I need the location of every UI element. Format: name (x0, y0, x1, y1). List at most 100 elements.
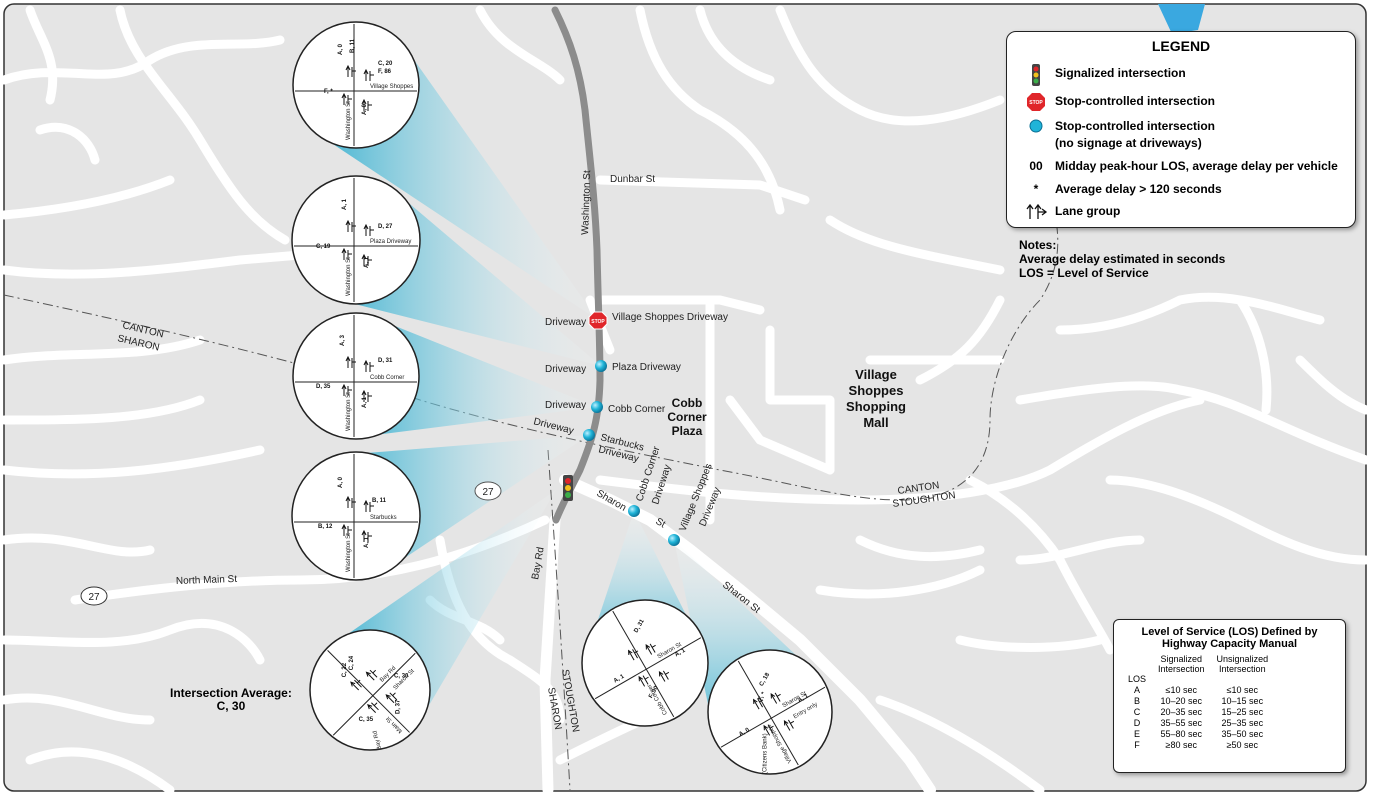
table-row: A≤10 sec≤10 sec (1134, 685, 1259, 695)
mall-label-1: Village (855, 367, 897, 382)
cobb-corner-label: Cobb Corner (608, 404, 666, 415)
intersection-circle-plaza[interactable]: A, 1 D, 27 C, 19 A, 1 Washington St Plaza Dri… (291, 175, 421, 305)
lane-group-icon (1021, 202, 1051, 223)
svg-text:STOP: STOP (591, 319, 605, 325)
los-label: F, 86 (378, 69, 392, 75)
los-label: D, 31 (378, 358, 393, 364)
route-27-shield-east: 27 (474, 481, 502, 501)
los-label: A, 1 (674, 647, 687, 658)
sharon-st-road (559, 474, 936, 796)
legend-row-driveway: Stop-controlled intersection (1007, 117, 1355, 137)
legend-title: LEGEND (1151, 38, 1211, 54)
los-label: A, 1 (342, 198, 348, 210)
traffic-signal-icon[interactable] (563, 475, 573, 501)
mall-label-4: Mall (863, 415, 888, 430)
street-label: Plaza Driveway (370, 239, 411, 245)
blue-dot-icon (1021, 117, 1051, 138)
los-label: D, 35 (316, 384, 331, 390)
los-label: A, 1 (362, 396, 368, 408)
los-label: F, * (324, 89, 333, 95)
intersection-circle-village-shoppes[interactable]: A, 0 B, 11 C, 20 F, 86 F, * A, 0 Washington St… (292, 21, 420, 149)
cobb-corner-marker[interactable] (591, 401, 603, 413)
local-streets (0, 5, 1371, 795)
street-label: Cobb Corner (370, 375, 404, 381)
bay-rd-south (539, 514, 561, 796)
los-label: A, 0 (362, 103, 368, 115)
intersection-circles: A, 0 B, 11 C, 20 F, 86 F, * A, 0 Washington St… (288, 21, 852, 794)
street-label: Bay Rd (372, 730, 383, 751)
los-label: C, 22 (342, 662, 348, 677)
legend-panel: LEGEND Signalized intersection STOP Stop… (1006, 31, 1356, 228)
route-27-shield-west: 27 (80, 586, 108, 606)
water-feature (1158, 4, 1205, 34)
los-label: A, 0 (738, 727, 751, 738)
svg-text:STOP: STOP (1029, 100, 1043, 106)
legend-row-lane: Lane group (1007, 202, 1355, 222)
starbucks-driveway-marker[interactable] (583, 429, 595, 441)
los-label: A, 1 (797, 693, 810, 704)
los-label: C, 35 (359, 717, 374, 723)
washington-st-road (551, 6, 604, 524)
los-label: A, 1 (364, 256, 370, 268)
street-label: Starbucks (370, 515, 397, 521)
legend-row-stop: STOP Stop-controlled intersection (1007, 92, 1355, 112)
los-label: C, 20 (378, 61, 393, 67)
los-label: A, 1 (613, 673, 626, 684)
los-label: C, 30 (394, 673, 409, 679)
los-label: A, 0 (338, 43, 344, 55)
village-shoppes-driveway-label: Village Shoppes Driveway (612, 312, 728, 323)
driveway-label-2: Driveway (545, 364, 586, 375)
street-label: Washington St (346, 392, 352, 431)
town-boundary-stoughton-sharon (547, 449, 571, 791)
stop-sign-icon: STOP (1021, 92, 1051, 115)
sharon-village-shoppes-marker[interactable] (668, 534, 680, 546)
plaza-driveway-marker[interactable] (595, 360, 607, 372)
street-label: (Citizens Bank) (763, 733, 769, 774)
north-main-st-label: North Main St (176, 574, 238, 587)
cobb-corner-plaza-1: Cobb (672, 396, 703, 410)
los-label: B, 11 (350, 38, 356, 53)
mall-label-2: Shoppes (849, 383, 904, 398)
legend-row-signal: Signalized intersection (1007, 64, 1355, 86)
cobb-corner-plaza-3: Plaza (672, 424, 703, 438)
street-label: Washington St (346, 101, 352, 140)
svg-text:27: 27 (482, 487, 494, 498)
driveway-label-1: Driveway (545, 317, 586, 328)
table-row: F≥80 sec≥50 sec (1134, 740, 1259, 750)
legend-row-asterisk: * Average delay > 120 seconds (1033, 182, 1222, 196)
washington-st-label: Washington St (580, 170, 593, 235)
legend-row-driveway-note: (no signage at driveways) (1055, 136, 1202, 150)
driveway-label-3: Driveway (545, 400, 586, 411)
los-label: B, 11 (372, 498, 387, 504)
cobb-corner-plaza-2: Corner (667, 410, 707, 424)
traffic-signal-icon (1021, 64, 1051, 89)
svg-text:27: 27 (88, 592, 100, 603)
los-label: C, 19 (316, 244, 331, 250)
legend-row-los: 00 Midday peak-hour LOS, average delay p… (1029, 159, 1338, 173)
los-label: F, * (758, 691, 768, 702)
los-label: C, 24 (349, 655, 355, 670)
plaza-driveway-label: Plaza Driveway (612, 362, 681, 373)
street-label: Washington St (346, 533, 352, 572)
sharon-cobb-corner-marker[interactable] (628, 505, 640, 517)
stop-sign-icon[interactable]: STOP (588, 311, 608, 330)
los-label: A, 0 (338, 476, 344, 488)
mall-label-3: Shopping (846, 399, 906, 414)
notes: Notes: Average delay estimated in second… (1019, 238, 1226, 280)
intersection-average: Intersection Average: C, 30 (170, 686, 292, 713)
los-label: B, 12 (318, 524, 333, 530)
street-label: Washington St (346, 257, 352, 296)
los-label: D, 27 (378, 224, 393, 230)
